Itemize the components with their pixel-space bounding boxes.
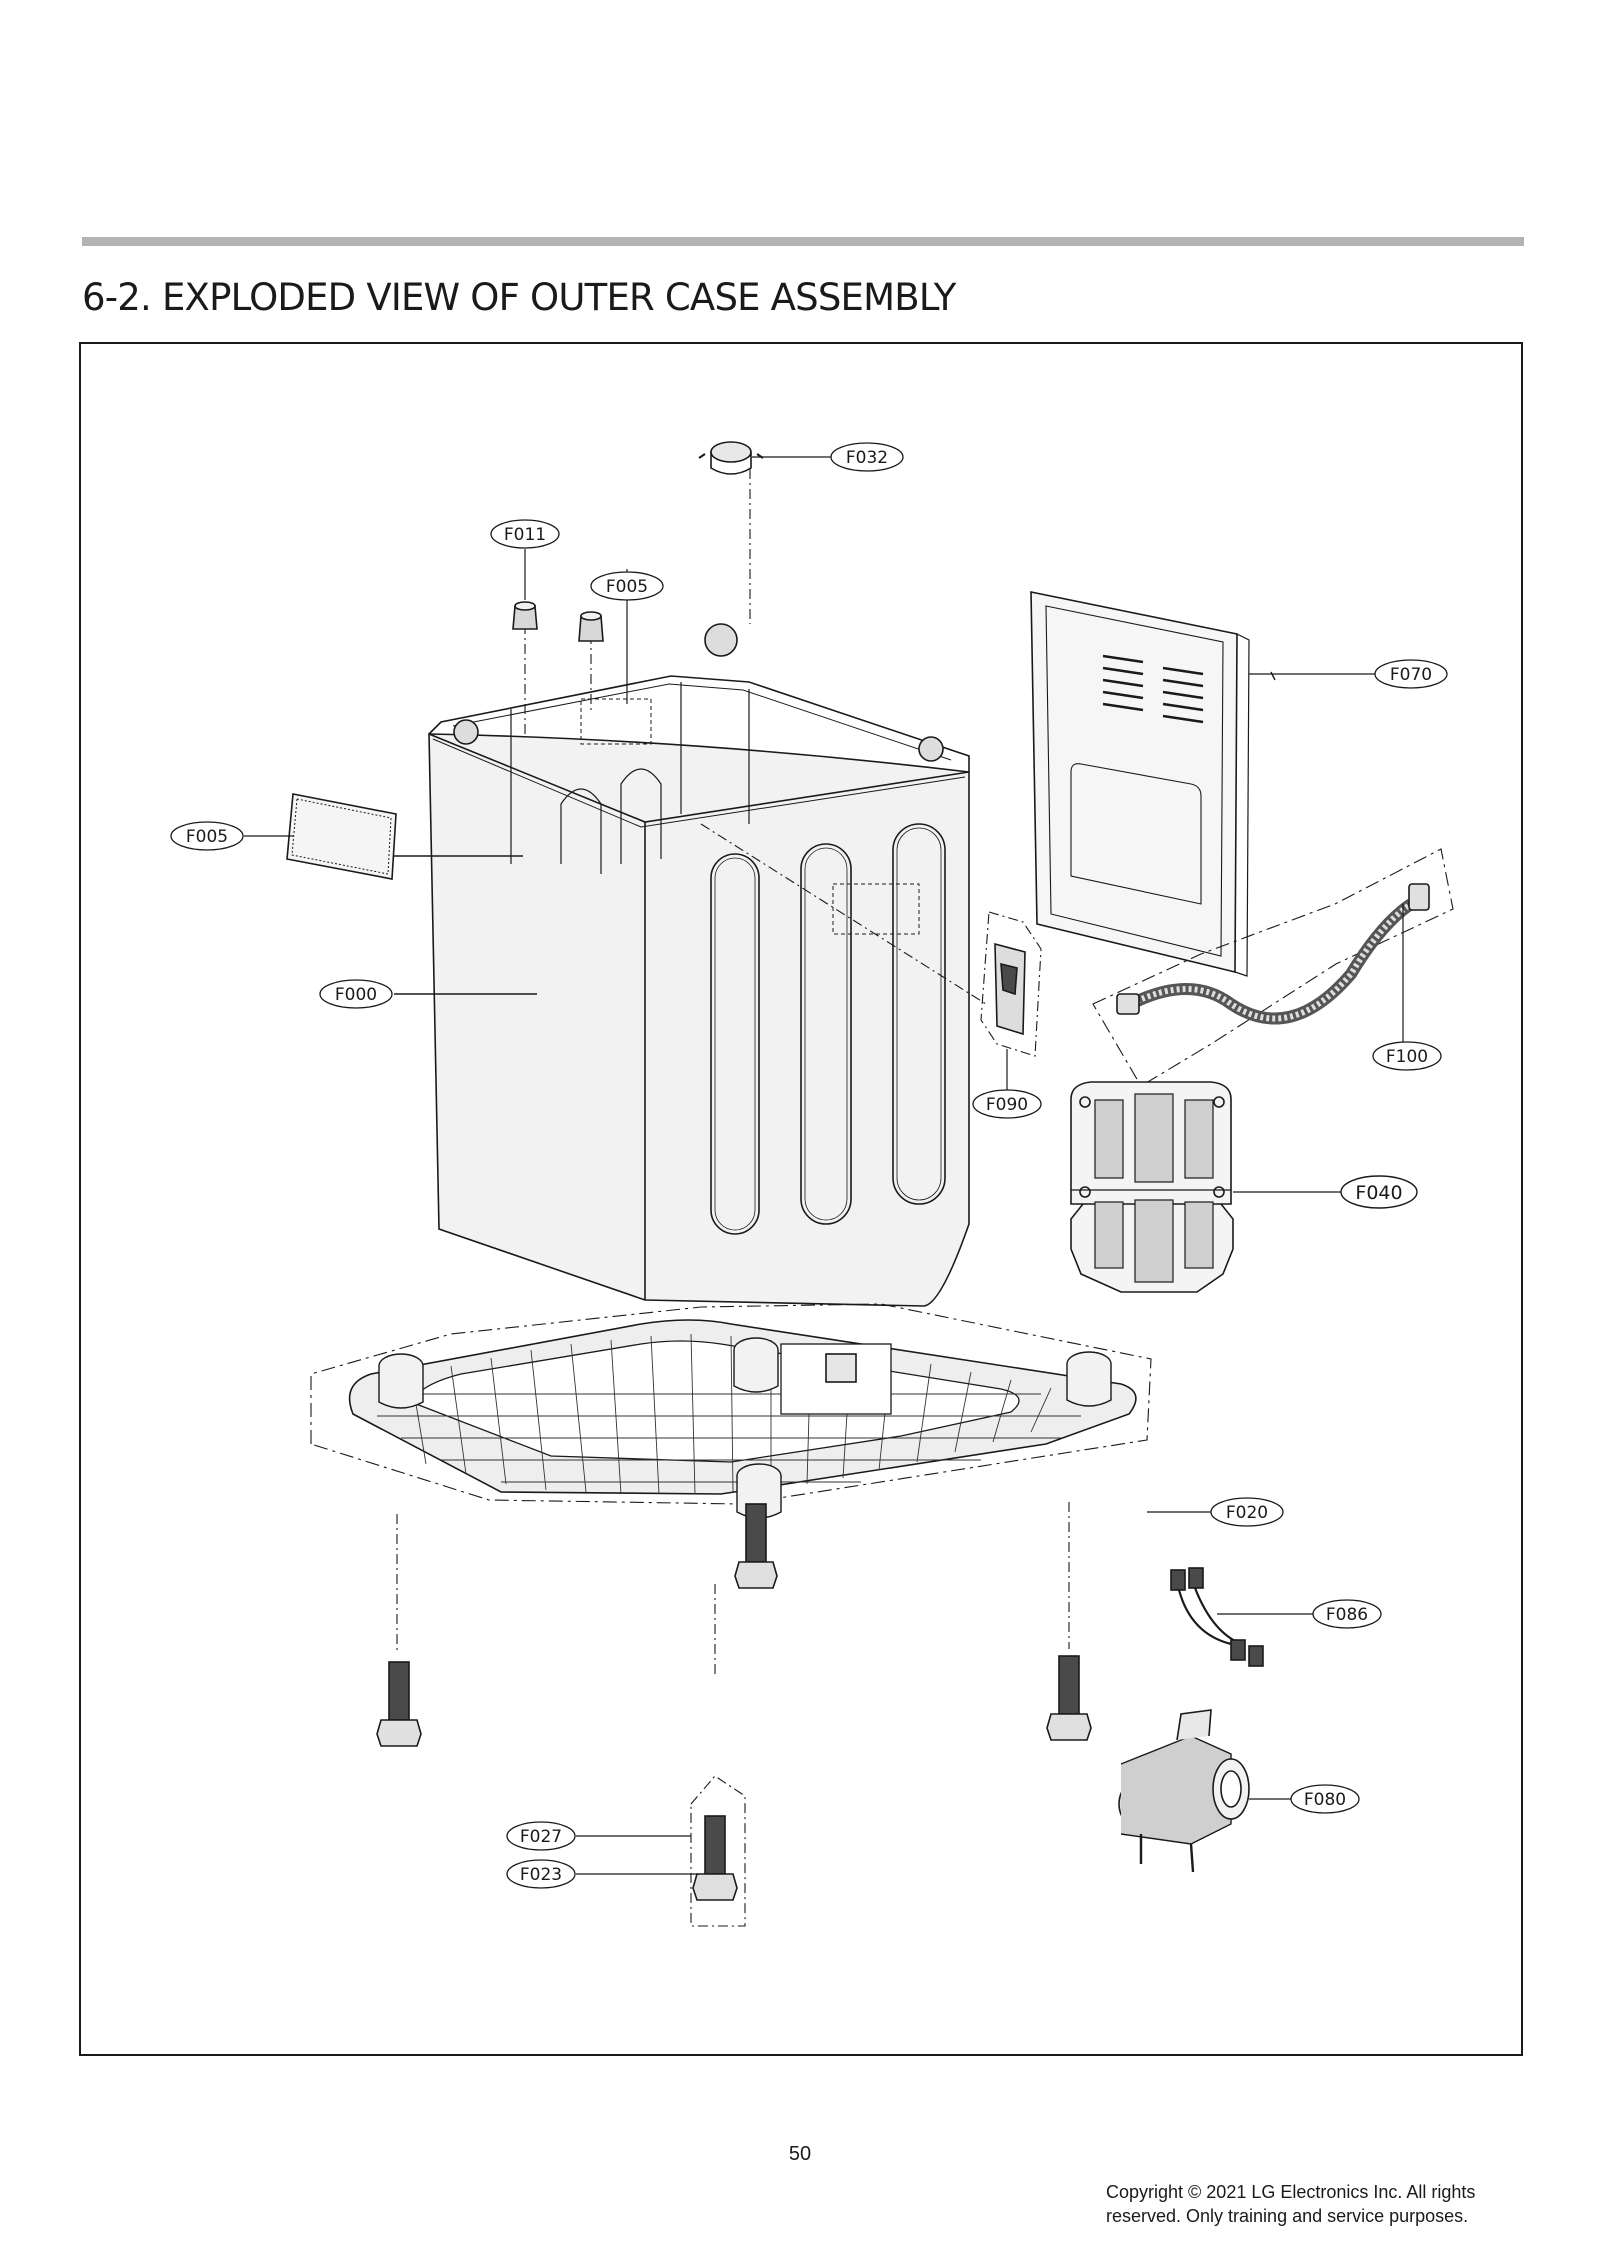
top-rule xyxy=(82,237,1524,246)
leveling-feet-parts xyxy=(376,1503,1092,1901)
f032-clamp-part xyxy=(698,441,764,475)
callout-f023: F023 xyxy=(506,1859,576,1889)
svg-text:F032: F032 xyxy=(846,448,888,468)
svg-text:F023: F023 xyxy=(520,1865,562,1885)
f070-rear-panel-part xyxy=(1030,591,1250,977)
svg-text:F040: F040 xyxy=(1355,1182,1402,1204)
svg-text:F027: F027 xyxy=(520,1827,562,1847)
exploded-view-svg: F032 F011 F005 F070 F005 F000 F090 F100 … xyxy=(170,441,1454,1927)
svg-text:F090: F090 xyxy=(986,1095,1028,1115)
callout-f080: F080 xyxy=(1290,1784,1360,1814)
svg-text:F011: F011 xyxy=(504,525,546,545)
f011-cushion-parts xyxy=(512,601,604,642)
outer-cabinet-part xyxy=(428,623,970,1307)
svg-text:F020: F020 xyxy=(1226,1503,1268,1523)
f020-base-frame-part xyxy=(310,1303,1152,1519)
f080-drain-pump-part xyxy=(1118,1709,1250,1873)
callout-f086: F086 xyxy=(1312,1599,1382,1629)
svg-text:F070: F070 xyxy=(1390,665,1432,685)
callout-f005-top: F005 xyxy=(590,571,664,601)
callout-f090: F090 xyxy=(972,1089,1042,1119)
copyright-line-1: Copyright © 2021 LG Electronics Inc. All… xyxy=(1106,2182,1476,2202)
svg-text:F005: F005 xyxy=(606,577,648,597)
callout-f100: F100 xyxy=(1372,1041,1442,1071)
f005-label-plate-part xyxy=(286,793,397,880)
callout-f027: F027 xyxy=(506,1821,576,1851)
callout-f011: F011 xyxy=(490,519,560,549)
svg-text:F080: F080 xyxy=(1304,1790,1346,1810)
svg-text:F100: F100 xyxy=(1386,1047,1428,1067)
svg-text:F000: F000 xyxy=(335,985,377,1005)
callout-f005-left: F005 xyxy=(170,821,244,851)
callout-f000: F000 xyxy=(319,979,393,1009)
callout-f070: F070 xyxy=(1374,659,1448,689)
svg-text:F005: F005 xyxy=(186,827,228,847)
exploded-view-diagram: F032 F011 F005 F070 F005 F000 F090 F100 … xyxy=(79,342,1523,2056)
callout-f040: F040 xyxy=(1340,1175,1418,1209)
copyright-notice: Copyright © 2021 LG Electronics Inc. All… xyxy=(1106,2180,1556,2228)
f040-grille-part xyxy=(1070,1081,1234,1293)
callout-f020: F020 xyxy=(1210,1497,1284,1527)
f100-drain-hose-part xyxy=(1092,848,1454,1087)
f086-harness-part xyxy=(1170,1567,1264,1667)
page-title: 6-2. EXPLODED VIEW OF OUTER CASE ASSEMBL… xyxy=(82,276,956,319)
f090-bracket-part xyxy=(980,911,1042,1057)
svg-text:F086: F086 xyxy=(1326,1605,1368,1625)
page-number: 50 xyxy=(788,2143,812,2165)
copyright-line-2: reserved. Only training and service purp… xyxy=(1106,2206,1469,2226)
callout-f032: F032 xyxy=(830,442,904,472)
